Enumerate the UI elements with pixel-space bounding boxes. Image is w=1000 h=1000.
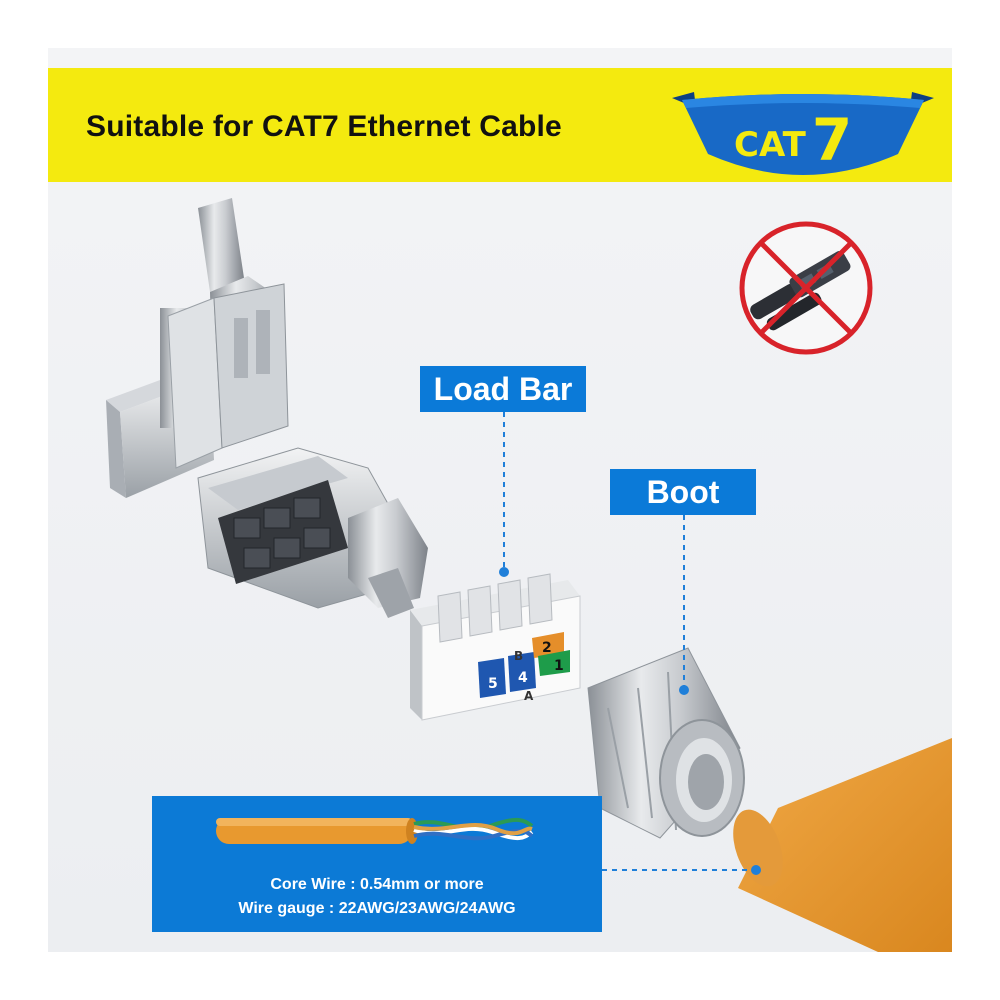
- boot-leader-dot: [679, 685, 689, 695]
- cable-leader-dot: [751, 865, 761, 875]
- boot-label: Boot: [610, 469, 756, 515]
- banner-title: Suitable for CAT7 Ethernet Cable: [86, 110, 562, 143]
- no-crimp-tool: [734, 216, 878, 360]
- badge-number: 7: [811, 106, 853, 174]
- load-bar-part: 5 4 B A 2 1: [410, 573, 581, 721]
- orange-cable: [733, 738, 952, 952]
- pin-a-label: A: [524, 689, 534, 703]
- pin-5-label: 5: [488, 676, 498, 692]
- pin-1-label: 1: [554, 658, 564, 674]
- wire-spec-box: Core Wire : 0.54mm or more Wire gauge : …: [152, 796, 602, 932]
- stripped-cable-icon: [216, 818, 534, 844]
- load-bar-leader-dot: [499, 567, 509, 577]
- product-illustration: 5 4 B A 2 1: [106, 198, 952, 952]
- badge-word: CAT: [734, 125, 806, 165]
- load-bar-label: Load Bar: [420, 366, 586, 412]
- badge-ribbon-icon: [672, 92, 934, 175]
- core-wire-text: Core Wire : 0.54mm or more: [270, 876, 484, 893]
- pin-2-label: 2: [542, 640, 552, 656]
- wire-gauge-text: Wire gauge : 22AWG/23AWG/24AWG: [238, 900, 516, 917]
- prohibited-crimp-tool-icon: [739, 221, 873, 355]
- connector-body: [106, 198, 428, 618]
- pin-4-label: 4: [518, 670, 528, 686]
- boot-part: [587, 647, 745, 839]
- pin-b-label: B: [514, 649, 523, 663]
